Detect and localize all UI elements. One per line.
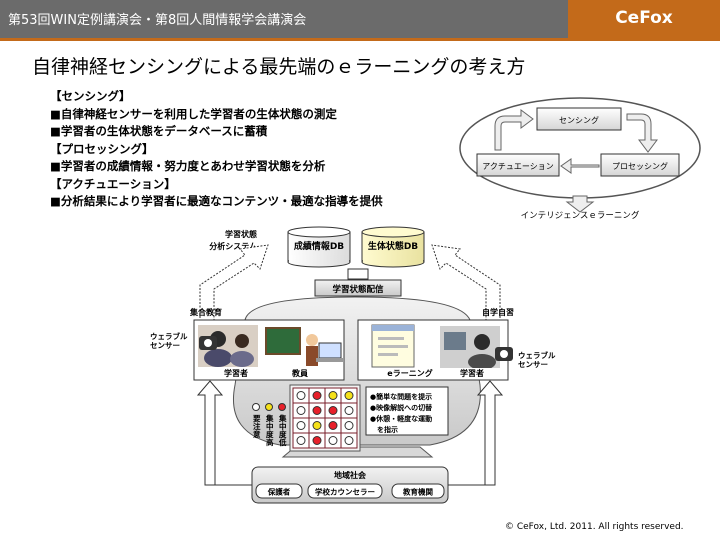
grid-dot-red: [328, 421, 338, 430]
grid-dot-white: [296, 391, 306, 400]
bullet-list: 【センシング】 ■自律神経センサーを利用した学習者の生体状態の測定 ■学習者の生…: [50, 88, 383, 211]
cefox-logo: CeFox: [568, 0, 720, 38]
bullet-item: ■自律神経センサーを利用した学習者の生体状態の測定: [50, 106, 337, 121]
bullet-item: ■分析結果により学習者に最適なコンテンツ・最適な指導を提供: [50, 194, 383, 208]
elearning-label: eラーニング: [387, 368, 432, 378]
action-item: ●休憩・軽度な運動: [370, 414, 432, 423]
grid-dot-white: [344, 406, 354, 415]
community-item-counselor-label: 学校カウンセラー: [315, 487, 375, 497]
grid-dot-yellow: [344, 391, 354, 400]
wearable-right-line2: センサー: [518, 360, 548, 369]
grid-dot-red: [312, 436, 322, 445]
system-label-line1: 学習状態: [225, 229, 257, 239]
wearable-left-line2: センサー: [150, 341, 180, 350]
grid-dot-yellow: [312, 421, 322, 430]
student-group-icon: [198, 325, 258, 367]
grid-dot-red: [312, 406, 322, 415]
wearable-right-line1: ウェラブル: [518, 350, 556, 360]
system-diagram: 学習状態 分析システム 成績情報DB 生体状態DB 学習状態配信 集合教育 学習…: [150, 226, 556, 504]
system-label-line2: 分析システム: [209, 241, 257, 251]
distribution-box: [314, 279, 402, 297]
wearable-sensor-right-icon: [495, 347, 513, 361]
action-item: ●簡単な問題を提示: [370, 392, 432, 401]
grid-dot-white: [344, 436, 354, 445]
wearable-left-line1: ウェラブル: [150, 331, 188, 341]
bullet-heading-sensing: 【センシング】: [50, 89, 131, 103]
actuation-box: [476, 153, 560, 177]
arrow-left-side-icon: [196, 380, 224, 486]
legend-item-high: 集中度高: [265, 413, 274, 447]
header-title: 第53回WIN定例講演会・第8回人間情報学会講演会: [8, 13, 307, 28]
elearning-action-box: [365, 386, 449, 436]
group-study-label: 集合教育: [189, 307, 222, 317]
processing-label: プロセッシング: [612, 161, 668, 171]
grid-dot-white: [344, 421, 354, 430]
bio-db-label: 生体状態DB: [368, 240, 418, 252]
actuation-label: アクチュエーション: [482, 162, 553, 171]
legend-item-caution: 要注意: [253, 414, 261, 439]
grades-db-label: 成績情報DB: [294, 240, 344, 252]
self-learner-label: 学習者: [460, 368, 484, 378]
cycle-caption: インテリジェンスｅラーニング: [521, 210, 640, 221]
teacher-icon: [262, 326, 322, 368]
action-item: ●映像解説への切替: [370, 403, 432, 412]
community-title: 地域社会: [334, 470, 366, 480]
arrow-left-up-icon: [199, 244, 269, 326]
community-item-institution: [391, 483, 445, 499]
cycle-diagram: センシング アクチュエーション プロセッシング インテリジェンスｅラーニング: [459, 97, 701, 221]
grades-db-icon: 成績情報DB: [287, 226, 351, 268]
arrow-right-up-icon: [431, 244, 501, 326]
arrow-actuation-to-sensing-icon: [494, 109, 534, 151]
elearning-screen-icon: [371, 324, 415, 368]
bullet-heading-actuation: 【アクチュエーション】: [50, 176, 176, 191]
arrow-right-side-icon: [476, 380, 504, 486]
slide-title: 自律神経センシングによる最先端のｅラーニングの考え方: [32, 56, 526, 78]
arrow-sensing-to-processing-icon: [626, 113, 658, 153]
legend-item-low: 集中度低: [278, 413, 287, 447]
grid-dot-red: [312, 391, 322, 400]
group-learner-label: 学習者: [224, 368, 248, 378]
processing-box: [600, 153, 680, 177]
community-item-institution-label: 教育機関: [402, 487, 433, 497]
grid-dot-white: [328, 436, 338, 445]
grid-dot-red: [328, 406, 338, 415]
self-learner-icon: [440, 326, 500, 368]
logo-text: CeFox: [615, 8, 673, 28]
bullet-heading-processing: 【プロセッシング】: [50, 141, 154, 156]
sensing-label: センシング: [559, 115, 599, 125]
community-item-guardian: [255, 483, 303, 499]
arrow-processing-to-actuation-icon: [560, 158, 600, 174]
copyright: © CeFox, Ltd. 2011. All rights reserved.: [505, 522, 684, 532]
community-item-guardian-label: 保護者: [267, 487, 291, 497]
action-item: を指示: [370, 425, 398, 434]
sensing-box: [536, 107, 622, 131]
legend: 要注意 集中度高 集中度低: [252, 403, 287, 447]
wearable-sensor-left-icon: [199, 336, 217, 350]
grid-dot-yellow: [328, 391, 338, 400]
bio-db-icon: 生体状態DB: [361, 226, 425, 268]
status-grid: [289, 384, 361, 452]
bullet-item: ■学習者の成績情報・努力度とあわせ学習状態を分析: [50, 159, 326, 173]
teacher-label: 教員: [291, 368, 308, 378]
header-accent-line: [0, 38, 720, 41]
grid-dot-white: [296, 421, 306, 430]
self-study-label: 自学自習: [482, 307, 514, 317]
grid-dot-white: [296, 406, 306, 415]
bullet-item: ■学習者の生体状態をデータベースに蓄積: [50, 124, 268, 138]
header-bar: 第53回WIN定例講演会・第8回人間情報学会講演会 CeFox: [0, 0, 720, 38]
community-item-counselor: [307, 483, 383, 499]
arrow-down-icon: [565, 195, 595, 213]
distribution-label: 学習状態配信: [332, 284, 384, 295]
grid-dot-white: [296, 436, 306, 445]
laptop-icon: [316, 342, 344, 362]
